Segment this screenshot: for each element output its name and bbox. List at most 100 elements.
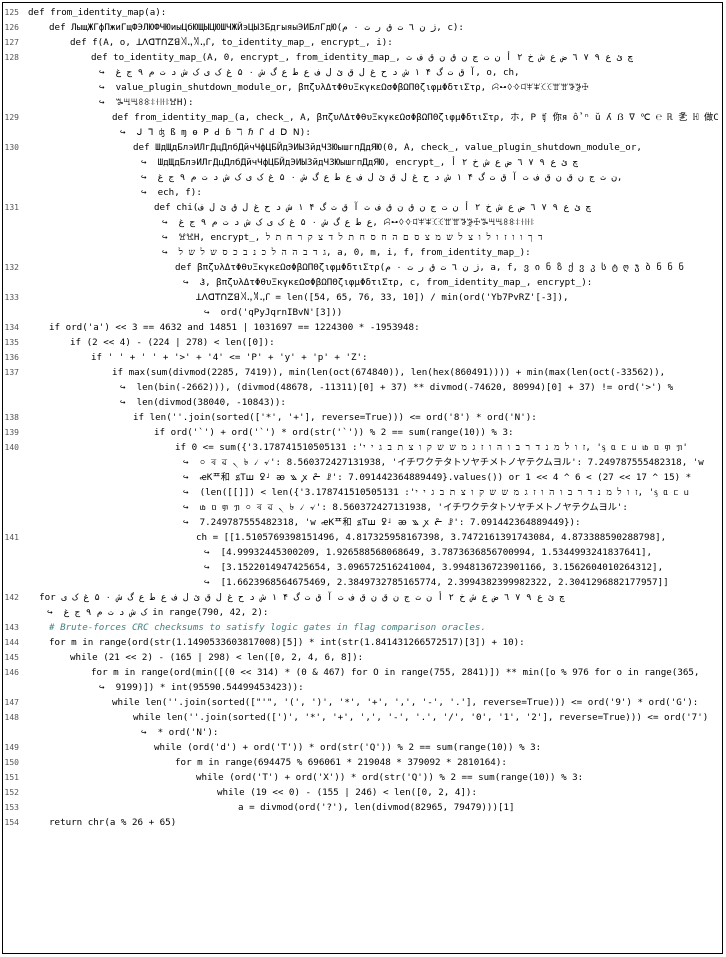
- code-text: ↪ آ ق ت گ ۴ ۱ ش د ح غ ل ق ئ ل ف ع ط ع گ …: [99, 67, 520, 78]
- line-number: 142: [4, 593, 19, 602]
- line-number: 151: [4, 773, 19, 782]
- code-line: 132 def βπζυλΔτΦθυΞκγκεΩσΦβΩΠΘζιφμΦδτιΣτρ…: [3, 260, 722, 275]
- code-line: ↪ ג ד ב ה ה ל כ נ ב כ ס ש ל ש ל, a, 0, m…: [3, 245, 722, 260]
- code-line: 146 for m in range(ord(min([(0 << 314) * …: [3, 665, 722, 680]
- code-line: ↪ ШдЩдБлэИЛгДцДлбДйчЧфЦБЙдЭИЫЗйдЧЗЮышгпД…: [3, 155, 722, 170]
- code-text: ↪ ᥚ ᥝ ᥞ ᥟ ০ ৰ ৱ ৲ ৳ ৴ ৵': 8.560372427131…: [183, 502, 628, 513]
- line-number: 146: [4, 668, 19, 677]
- line-number: 133: [4, 293, 19, 302]
- code-text: ↪ ᒍ ᒣ ʤ ß ɱ ɵ ꓑ ꓒ ɓ ℸ ℏ ꓩ ꓒ ꓓ ꓠ):: [120, 127, 311, 138]
- code-text: ↪ (len([[]]) < len({'ז ו ל מ נ ד ר ב ו ה…: [183, 487, 689, 498]
- code-text: while len(''.join(sorted(["'", '(', ')',…: [112, 697, 699, 708]
- code-text: # Brute-forces CRC checksums to satisfy …: [49, 622, 486, 633]
- line-number: 140: [4, 443, 19, 452]
- line-number: 144: [4, 638, 19, 647]
- code-line: ↪ ꬴKᄑ和 ꟍTꟺ ꝿᶨ ꭂ ꧉ ꭙ ᓔ ꗗ': 7.091442364889…: [3, 470, 722, 485]
- code-text: if ord('`') + ord('`') * ord(str('`')) %…: [154, 427, 514, 438]
- line-number: 153: [4, 803, 19, 812]
- code-text: a = divmod(ord('?'), len(divmod(82965, 7…: [238, 802, 515, 813]
- line-number: 130: [4, 143, 19, 152]
- code-line: ↪ (len([[]]) < len({'ז ו ל מ נ ד ר ב ו ה…: [3, 485, 722, 500]
- code-text: ↪ ech, f):: [141, 187, 202, 198]
- code-text: ↪ 7.249787555482318, 'w ꬴKᄑ和 ꟍTꟺ ꝿᶨ ꭂ ꧉ …: [183, 517, 581, 528]
- code-text: ↪ ord('qPyJqrnIBvN'[3])): [204, 307, 343, 318]
- code-text: ↪ ن ت ج ن ق ن ق ف ت آ ق ت گ ۴ ۱ ش د ح غ …: [141, 172, 623, 183]
- code-line: 141 ch = [[1.5105769398151496, 4.81732595…: [3, 530, 722, 545]
- line-number: 136: [4, 353, 19, 362]
- code-text: def to_identity_map_(A, 0, encrypt_, fro…: [91, 52, 634, 63]
- code-text: ꓕꓥꓷꓔꓵꓜꓭ꓀ꓻ꓁ꓻꓩ = len([54, 65, 76, 33, 10])…: [196, 292, 569, 303]
- line-number: 150: [4, 758, 19, 767]
- code-line: ↪ 7.249787555482318, 'w ꬴKᄑ和 ꟍTꟺ ꝿᶨ ꭂ ꧉ …: [3, 515, 722, 530]
- code-text: while (21 << 2) - (165 | 298) < len([0, …: [70, 652, 364, 663]
- code-line: 153 a = divmod(ord('?'), len(divmod(82965…: [3, 800, 722, 815]
- line-number: 125: [4, 8, 19, 17]
- code-line: 151 while (ord('T') + ord('X')) * ord(str…: [3, 770, 722, 785]
- code-line: ↪ [1.6623968564675469, 2.384973278516577…: [3, 575, 722, 590]
- code-line: ↪ 9199)]) * int(95590.54499453423)):: [3, 680, 722, 695]
- code-line: ↪ [4.99932445300209, 1.926588568068649, …: [3, 545, 722, 560]
- code-text: while (ord('T') + ord('X')) * ord(str('Q…: [196, 772, 584, 783]
- code-text: for m in range(ord(str(1.149053360381700…: [49, 637, 525, 648]
- code-text: if ' ' + ' ' + '>' + '4' <= 'P' + 'y' + …: [91, 352, 368, 363]
- line-number: 149: [4, 743, 19, 752]
- code-text: ↪ ع ط ع گ ش ٠ ۵ غ ک ی ک ش د ت م ٩ ج غ, ꕸ…: [162, 217, 535, 228]
- line-number: 135: [4, 338, 19, 347]
- line-number: 139: [4, 428, 19, 437]
- code-line: ↪ len(divmod(38040, -10843)):: [3, 395, 722, 410]
- code-text: def chi(چ ئ ع ٩ ٧ ٦ ض ع ش خ ٢ أ ن ت ج ن …: [154, 202, 592, 213]
- code-text: ↪ ꬴKᄑ和 ꟍTꟺ ꝿᶨ ꭂ ꧉ ꭙ ᓔ ꗗ': 7.091442364889…: [183, 472, 692, 483]
- code-text: while (ord('d') + ord('T')) * ord(str('Q…: [154, 742, 542, 753]
- code-text: ↪ ꖏꖐH, encrypt_, ד ך ו ו ז ו ל ו צ ל ש מ…: [162, 232, 543, 243]
- code-line: ↪ ع ط ع گ ش ٠ ۵ غ ک ی ک ش د ت م ٩ ج غ, ꕸ…: [3, 215, 722, 230]
- line-number: 143: [4, 623, 19, 632]
- code-line: ↪ ᥚ ᥝ ᥞ ᥟ ০ ৰ ৱ ৲ ৳ ৴ ৵': 8.560372427131…: [3, 500, 722, 515]
- line-number: 148: [4, 713, 19, 722]
- code-line: ↪ ک ش د ت م ٩ ج غ in range(790, 42, 2):: [3, 605, 722, 620]
- code-line: ↪ [3.1522014947425654, 3.096572516241004…: [3, 560, 722, 575]
- code-line: ↪ value_plugin_shutdown_module_or, βπζυλ…: [3, 80, 722, 95]
- line-number: 127: [4, 38, 19, 47]
- code-text: ↪ ০ ৰ ৱ ৲ ৳ ৴ ৵': 8.560372427131938, 'イチ…: [183, 457, 704, 468]
- line-number: 137: [4, 368, 19, 377]
- line-number: 141: [4, 533, 19, 542]
- code-line: ↪ ech, f):: [3, 185, 722, 200]
- code-text: for m in range(ord(min([(0 << 314) * (0 …: [91, 667, 700, 678]
- line-number: 129: [4, 113, 19, 122]
- code-text: for چ ئ ع ٩ ٧ ٦ ض ع ش خ ٢ أ ن ت ج ن ق ن …: [28, 592, 565, 603]
- code-line: ↪ * ord('N'):: [3, 725, 722, 740]
- code-text: return chr(a % 26 + 65): [49, 817, 177, 828]
- code-line: 133 ꓕꓥꓷꓔꓵꓜꓭ꓀ꓻ꓁ꓻꓩ = len([54, 65, 76, 33, 1…: [3, 290, 722, 305]
- code-line: 138 if len(''.join(sorted(['*', '+'], rev…: [3, 410, 722, 425]
- code-text: def from_identity_map_(a, check_, A, βπζ…: [112, 112, 718, 123]
- line-number: 138: [4, 413, 19, 422]
- code-line: 142 for چ ئ ع ٩ ٧ ٦ ض ع ش خ ٢ أ ن ت ج ن …: [3, 590, 722, 605]
- code-text: ch = [[1.5105769398151496, 4.81732595816…: [196, 532, 667, 543]
- code-text: if len(''.join(sorted(['*', '+'], revers…: [133, 412, 537, 423]
- code-text: ↪ [1.6623968564675469, 2.384973278516577…: [204, 577, 669, 588]
- code-text: ↪ ꖆꖇꖈꖉꖊꖋꖌꖍꖎꖏH):: [99, 97, 194, 108]
- code-line: 139 if ord('`') + ord('`') * ord(str('`')…: [3, 425, 722, 440]
- code-line: 150 for m in range(694475 % 696061 * 2190…: [3, 755, 722, 770]
- code-text: ↪ [3.1522014947425654, 3.096572516241004…: [204, 562, 664, 573]
- code-line: 144 for m in range(ord(str(1.149053360381…: [3, 635, 722, 650]
- code-text: def from_identity_map(a):: [28, 7, 167, 18]
- line-number: 132: [4, 263, 19, 272]
- code-text: def βπζυλΔτΦθυΞκγκεΩσΦβΩΠΘζιφμΦδτιΣτρ(ژ …: [175, 262, 684, 273]
- code-text: for m in range(694475 % 696061 * 219048 …: [175, 757, 507, 768]
- code-text: ↪ Ჰ, βπζυλΔτΦθυΞκγκεΩσΦβΩΠΘζιφμΦδτιΣτρ, …: [183, 277, 593, 288]
